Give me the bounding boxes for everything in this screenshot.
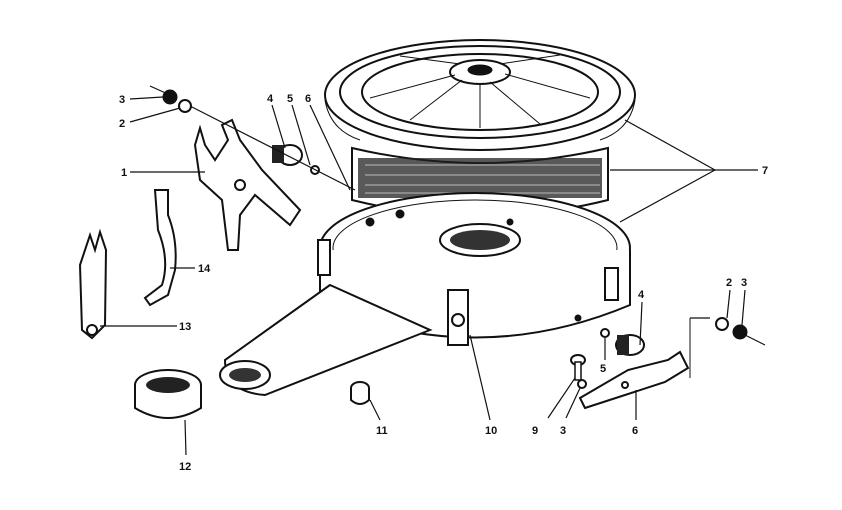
callout-4-left: 4 [267,93,274,105]
callout-13: 13 [179,321,191,333]
bracket-6 [578,318,691,410]
air-cleaner-housing [219,192,631,397]
callout-10: 10 [485,425,497,437]
bracket-13 [78,228,108,340]
bushing-right [615,334,645,356]
callout-3-left: 3 [119,94,125,106]
callout-2-left: 2 [119,118,125,130]
callout-3-bottom: 3 [560,425,566,437]
callout-6-top: 6 [305,93,311,105]
cap-11 [350,381,370,405]
bracket-14 [143,189,177,307]
washer-left [178,99,192,113]
knob-9 [570,354,586,381]
nut-left [162,89,178,105]
callout-12: 12 [179,461,191,473]
callout-6-bottom: 6 [632,425,638,437]
callout-1: 1 [121,167,127,179]
callout-9: 9 [532,425,538,437]
callout-5-right: 5 [600,363,606,375]
callout-labels: 3 2 1 4 5 6 7 14 13 4 2 3 5 6 9 3 10 11 … [119,93,768,473]
callout-3-right: 3 [741,277,747,289]
callout-14: 14 [198,263,211,275]
callout-7: 7 [762,165,768,177]
callout-11: 11 [376,425,388,437]
filter-lid [324,39,636,151]
washer-bottom [577,379,587,389]
nut-right [732,324,748,340]
callout-2-right: 2 [726,277,732,289]
gasket-12 [134,369,202,419]
bracket-1 [193,118,302,251]
spring-washer-right [600,328,610,338]
leader-lines [100,85,766,456]
callout-4-right: 4 [638,289,645,301]
washer-right [715,317,729,331]
callout-5-left: 5 [287,93,293,105]
